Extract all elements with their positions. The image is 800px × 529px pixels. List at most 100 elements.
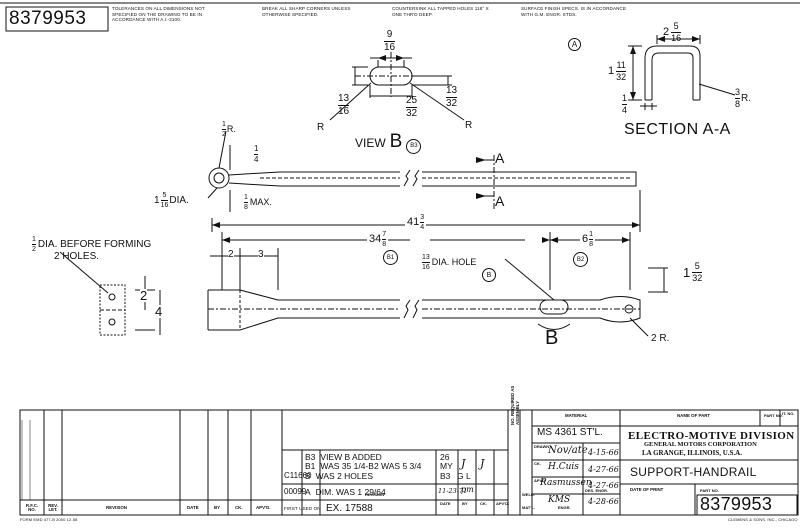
dim-4-vertical: 4 <box>155 304 163 319</box>
header-revision: REVISION <box>106 505 127 510</box>
company-line-3: LA GRANGE, ILLINOIS, U.S.A. <box>642 449 742 457</box>
title-block-lines <box>507 409 799 516</box>
note-corners: BREAK ALL SHARP CORNERS UNLESS OTHERWISE… <box>262 6 351 17</box>
revision-date-by: G L <box>457 471 471 481</box>
header-apvd-2: APV'D. <box>496 501 510 506</box>
revision-date-ref: B3 <box>440 471 451 481</box>
revision-date-day: 26 <box>440 452 450 462</box>
section-cut-a-top: A <box>495 150 505 166</box>
drawing-number: 8379953 <box>9 8 87 29</box>
header-by: BY <box>214 505 221 510</box>
company-line-1: ELECTRO-MOTIVE DIVISION <box>628 430 795 442</box>
view-b-radius-left: R <box>317 122 325 133</box>
sig-des-engr-date: 4-28-66 <box>588 497 619 506</box>
sig-label-des-engr: DES. ENGR. <box>585 488 609 493</box>
dim-3: 3 <box>258 249 264 260</box>
view-b-callout: B <box>545 327 559 349</box>
part-no-label-bottom: PART NO. <box>700 488 719 493</box>
revision-first-used-value: EX. 17588 <box>326 503 373 514</box>
dim-2-left: 2 <box>228 249 234 260</box>
sig-label-drawn: DRAWN <box>534 444 550 449</box>
arrowheads <box>212 36 700 243</box>
revision-table-lines <box>19 409 509 516</box>
header-rev: REV. LET. <box>48 503 58 513</box>
forming-note-line2: 2 HOLES. <box>54 251 100 262</box>
dim-2-vertical: 2 <box>140 288 148 303</box>
revision-first-used-label: FIRST USED ON <box>284 506 321 511</box>
sig-drawn: Nov/ate <box>548 445 588 456</box>
view-b-label: VIEW <box>355 136 386 150</box>
sig-apvd: Rasmussen <box>540 478 592 488</box>
header-ck-2: CK. <box>480 501 487 506</box>
section-marker-a: A <box>568 38 581 51</box>
forming-leader <box>59 251 109 294</box>
header-apvd: APV'D. <box>256 505 271 510</box>
header-date: DATE <box>187 505 199 510</box>
printer-credit: CLEMENS & SONS, INC., CHICAGO <box>728 517 798 522</box>
end-radius-2r: 2 R. <box>651 333 670 344</box>
form-footer: FORM EMD 477-B 2000 12-58 <box>20 517 78 522</box>
matl-label: MAT'L. <box>522 505 535 510</box>
section-aa-title: SECTION A-A <box>624 121 731 138</box>
sig-drawn-date: 4-15-66 <box>588 448 619 457</box>
note-surface-finish: SURFACE FINISH SPECS. IS IN ACCORDANCE W… <box>521 6 627 17</box>
rev-ref-b1: B1 <box>383 250 398 265</box>
rfc-number-1: C11660 <box>284 471 312 480</box>
date-of-print-label: DATE OF PRINT <box>630 487 664 492</box>
revision-date-month: MY <box>440 461 453 471</box>
rev-ref-b2: B2 <box>573 252 588 267</box>
it-no-label: IT. NO. <box>782 411 795 416</box>
rev-ref-b: B <box>482 268 496 282</box>
header-rfc: R.F.C. NO. <box>25 503 39 513</box>
revision-initials-3: pm <box>461 485 474 494</box>
revision-initials-1: J <box>461 457 466 470</box>
weld-label: WELD. <box>522 492 535 497</box>
view-b-radius-right: R <box>465 120 473 131</box>
note-countersink: COUNTERSINK ALL TAPPED HOLES 118° X ONE … <box>392 6 489 17</box>
material-label: MATERIAL <box>565 413 588 418</box>
header-revision-2: REVISION <box>365 492 385 497</box>
engr-label: ENGR. <box>558 505 571 510</box>
section-cut-a-bottom: A <box>495 193 505 209</box>
note-tolerances: TOLERANCES ON ALL DIMENSIONS NOT SPECIFI… <box>112 6 205 22</box>
section-aa-profile <box>628 35 736 110</box>
view-b-slot <box>329 52 465 121</box>
material-value: MS 4361 ST'L. <box>537 427 603 438</box>
sig-label-apvd: APVD. <box>534 478 547 483</box>
revision-date-a: 11-23-71 <box>438 487 468 495</box>
rfc-number-2: 00099 <box>284 487 307 496</box>
sig-ck: H.Cuis <box>548 462 579 472</box>
no-required-label: NO. REQUIRED AS ASSEMBLY <box>510 385 521 425</box>
header-by-2: BY <box>462 501 468 506</box>
sig-label-ck: CK. <box>534 461 541 466</box>
view-b-letter: B <box>389 131 403 152</box>
sig-apvd-date: 4-27-66 <box>588 481 619 490</box>
main-upper-view <box>207 130 637 212</box>
name-of-part-label: NAME OF PART <box>677 413 711 418</box>
main-lower-view <box>99 258 649 337</box>
header-date-2: DATE <box>440 501 451 506</box>
